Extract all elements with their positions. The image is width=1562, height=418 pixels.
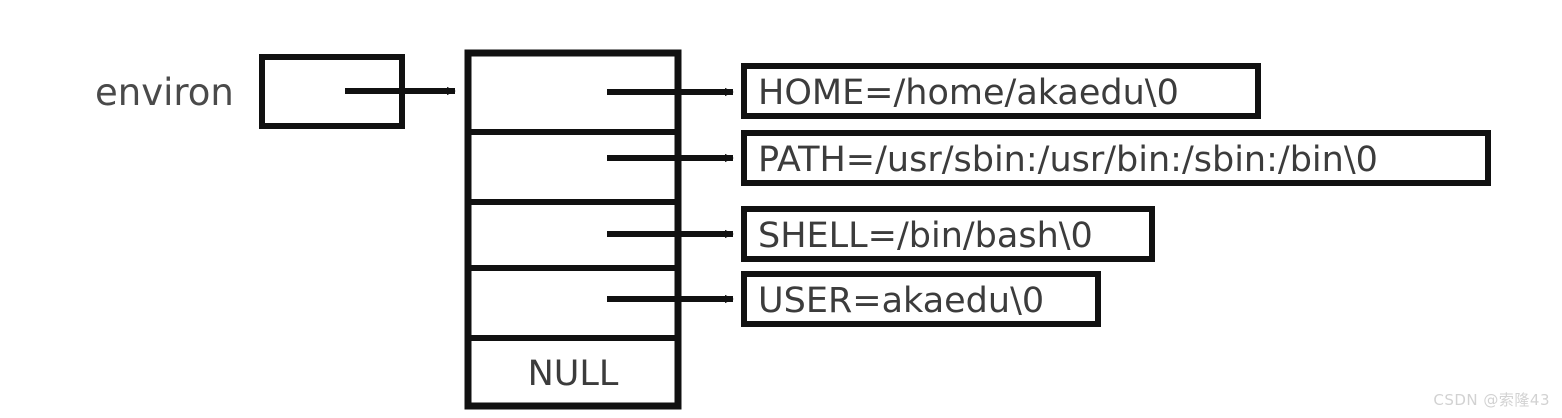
environ-array-box — [464, 49, 682, 410]
string-text-shell: SHELL=/bin/bash\0 — [758, 216, 1093, 256]
string-text-path: PATH=/usr/sbin:/usr/bin:/sbin:/bin\0 — [758, 140, 1378, 180]
string-box-shell: SHELL=/bin/bash\0 — [741, 206, 1155, 262]
csdn-watermark: CSDN @索隆43 — [1433, 391, 1550, 409]
string-box-path: PATH=/usr/sbin:/usr/bin:/sbin:/bin\0 — [741, 130, 1491, 186]
array-cell-null-label: NULL — [528, 354, 619, 394]
string-box-user: USER=akaedu\0 — [741, 271, 1101, 327]
string-text-home: HOME=/home/akaedu\0 — [758, 73, 1179, 113]
string-text-user: USER=akaedu\0 — [758, 281, 1044, 321]
environ-label: environ — [95, 71, 234, 114]
string-box-home: HOME=/home/akaedu\0 — [741, 63, 1261, 119]
